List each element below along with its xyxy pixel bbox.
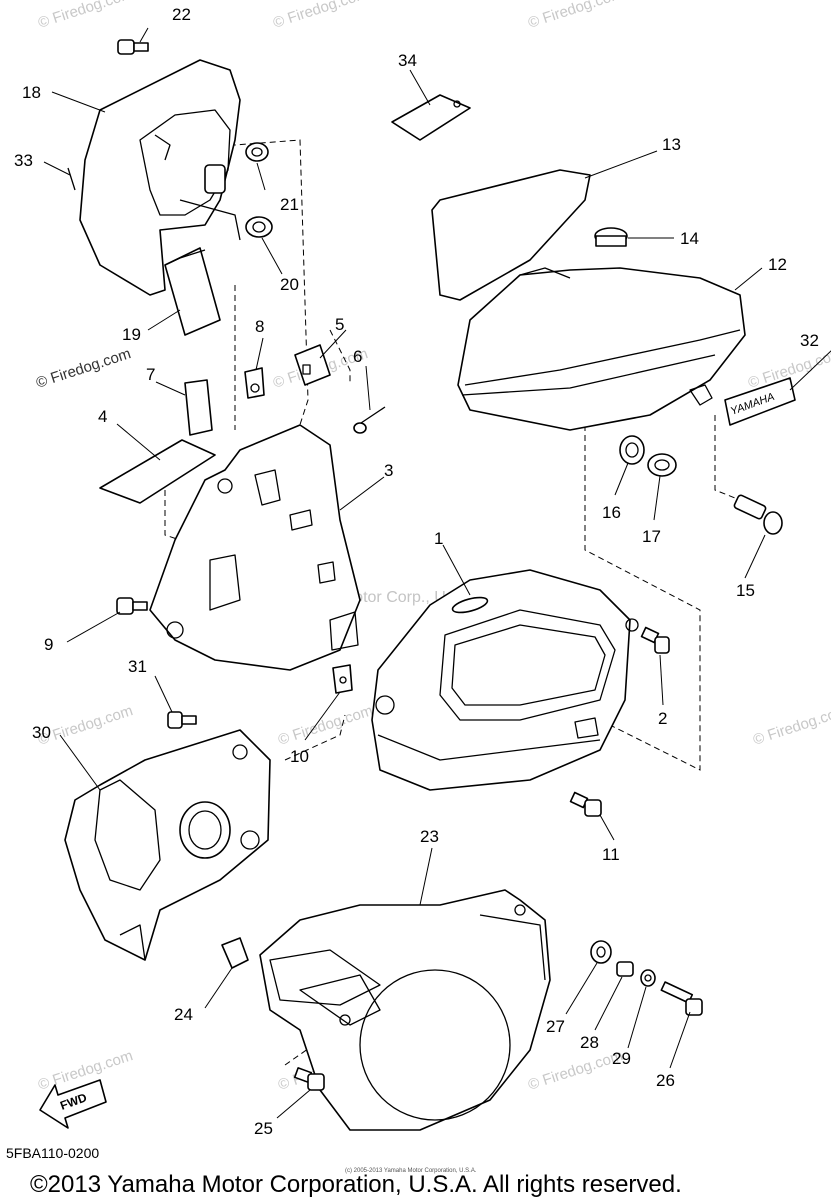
part-27-grommet: [590, 940, 612, 964]
callout-9: 9: [44, 635, 53, 654]
part-20-grommet: [245, 216, 273, 238]
part-28-collar: [616, 961, 634, 977]
part-31-bolt: [167, 711, 197, 729]
part-8-nut: [244, 367, 265, 399]
callout-10: 10: [290, 747, 309, 766]
part-2-bolt: [640, 626, 670, 654]
callout-27: 27: [546, 1017, 565, 1036]
callout-16: 16: [602, 503, 621, 522]
callout-labels: 22 18 33 34 13 14 12 32 21 20 19 5 6 8 7…: [14, 5, 819, 1138]
part-24-clip: [221, 937, 249, 969]
watermark: © Firedog.com: [36, 0, 135, 32]
fwd-arrow-icon: FWD: [39, 1079, 107, 1129]
part-13-panel: [431, 169, 591, 301]
part-10-nut: [332, 664, 353, 694]
watermark: © Firedog.com: [526, 0, 625, 32]
callout-23: 23: [420, 827, 439, 846]
callout-28: 28: [580, 1033, 599, 1052]
callout-5: 5: [335, 315, 344, 334]
callout-2: 2: [658, 709, 667, 728]
part-21-grommet: [245, 142, 269, 162]
part-6-rivet: [353, 406, 386, 434]
watermark: © Firedog.com: [526, 1047, 625, 1094]
watermark: © Firedog.com: [751, 702, 831, 749]
part-34-clip: [391, 94, 471, 141]
callout-30: 30: [32, 723, 51, 742]
part-17-collar: [647, 453, 677, 477]
callout-13: 13: [662, 135, 681, 154]
part-22-bolt: [117, 39, 149, 55]
part-16-grommet: [619, 435, 645, 465]
callout-17: 17: [642, 527, 661, 546]
callout-14: 14: [680, 229, 699, 248]
callout-31: 31: [128, 657, 147, 676]
diagram-code: 5FBA110-0200: [6, 1145, 99, 1161]
callout-34: 34: [398, 51, 417, 70]
callout-25: 25: [254, 1119, 273, 1138]
callout-6: 6: [353, 347, 362, 366]
watermark: © Firedog.com: [271, 0, 370, 32]
part-25-bolt: [293, 1067, 325, 1091]
part-1-cover: [371, 569, 639, 791]
callout-4: 4: [98, 407, 107, 426]
callout-29: 29: [612, 1049, 631, 1068]
part-19-pad: [164, 247, 221, 336]
callout-21: 21: [280, 195, 299, 214]
part-30-cover: [64, 729, 271, 961]
callout-19: 19: [122, 325, 141, 344]
tiny-copyright: (c) 2005-2013 Yamaha Motor Corporation, …: [345, 1168, 477, 1174]
part-5-bracket: [294, 344, 331, 386]
part-3-bracket: [149, 424, 361, 671]
part-29-washer: [640, 969, 656, 987]
callout-18: 18: [22, 83, 41, 102]
part-33-label-mark: [67, 167, 76, 191]
copyright-notice: ©2013 Yamaha Motor Corporation, U.S.A. A…: [30, 1171, 682, 1198]
part-32-yamaha-decal: YAMAHA: [724, 377, 796, 426]
part-7-pad: [184, 379, 213, 436]
callout-7: 7: [146, 365, 155, 384]
part-23-drive-cover: [259, 889, 551, 1131]
callout-3: 3: [384, 461, 393, 480]
callout-26: 26: [656, 1071, 675, 1090]
callout-24: 24: [174, 1005, 193, 1024]
callout-32: 32: [800, 331, 819, 350]
callout-20: 20: [280, 275, 299, 294]
part-11-bolt: [569, 791, 602, 817]
callout-22: 22: [172, 5, 191, 24]
callout-11: 11: [602, 845, 620, 864]
callout-8: 8: [255, 317, 264, 336]
callout-1: 1: [434, 529, 443, 548]
part-12-side-cover: [457, 267, 746, 431]
part-9-bolt: [116, 597, 148, 615]
watermark: © Firedog.com: [34, 345, 133, 392]
leader-lines: [43, 27, 831, 1119]
callout-33: 33: [14, 151, 33, 170]
callout-15: 15: [736, 581, 755, 600]
callout-12: 12: [768, 255, 787, 274]
part-26-bolt: [660, 981, 703, 1016]
part-14-grommet: [594, 227, 628, 247]
part-15-screw: [733, 494, 783, 535]
part-18-side-cover: [79, 59, 241, 296]
